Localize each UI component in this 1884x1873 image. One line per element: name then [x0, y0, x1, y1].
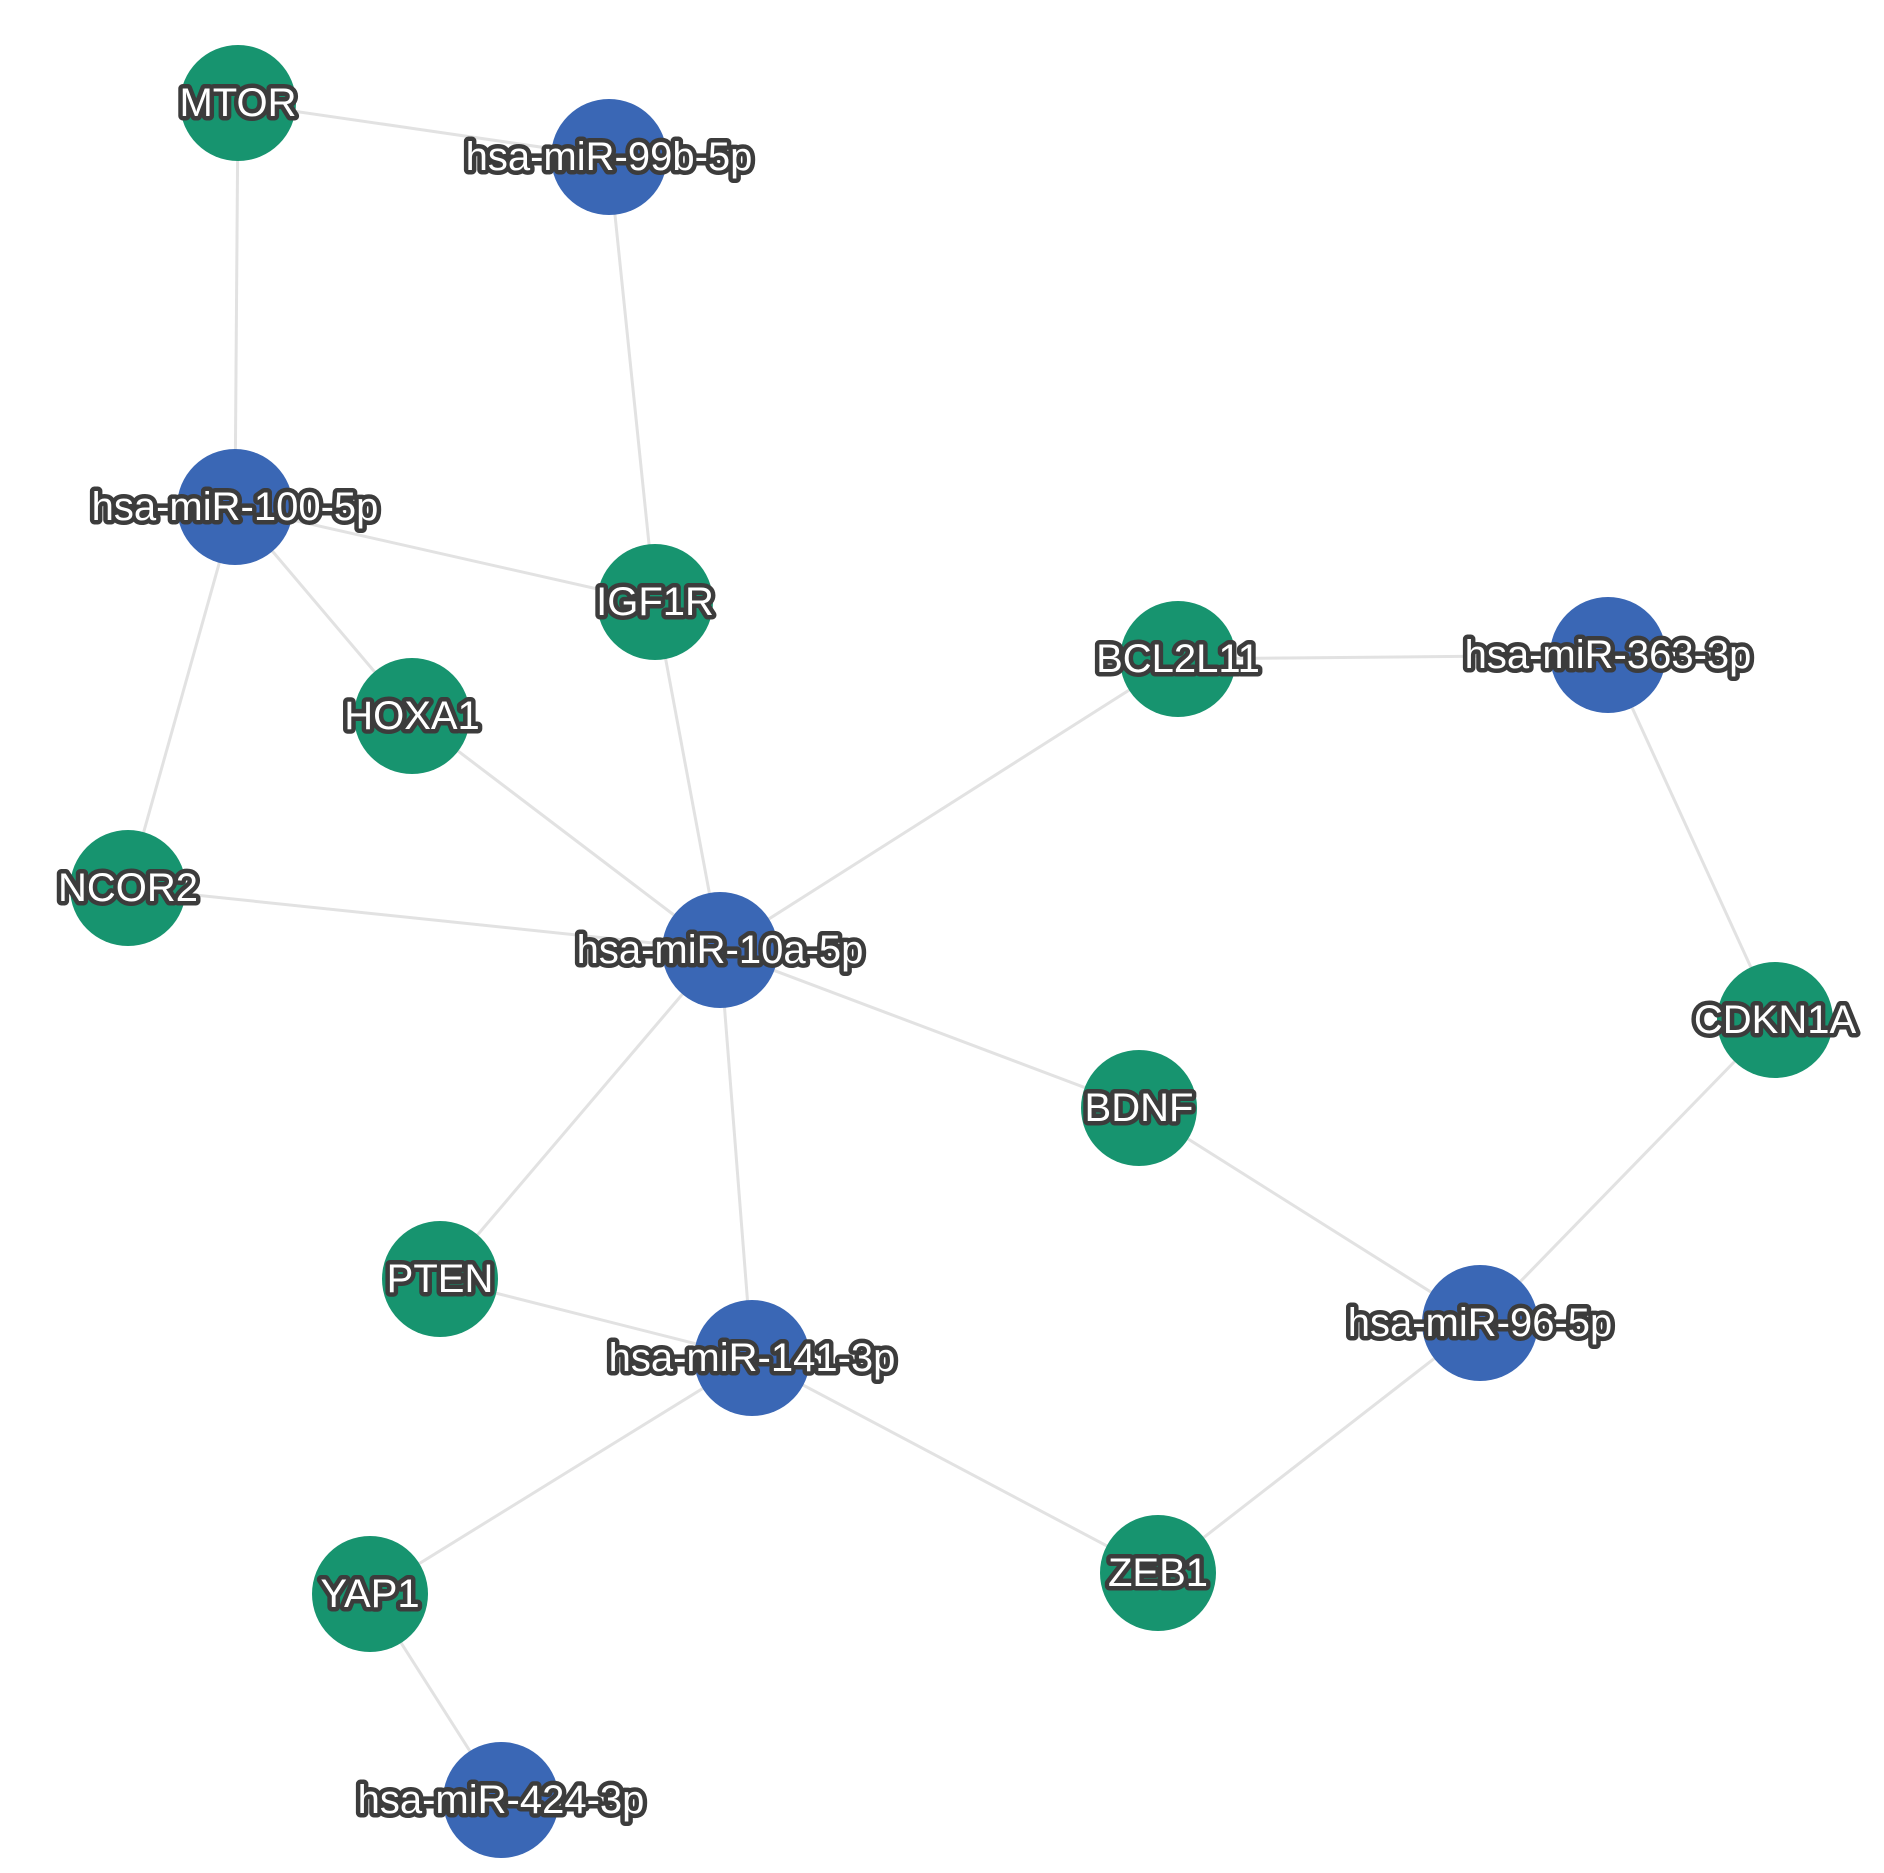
node-label-mir96: hsa-miR-96-5p	[1348, 1301, 1613, 1345]
node-bcl2l11[interactable]: BCL2L11	[1092, 601, 1264, 717]
node-circle-pten[interactable]	[382, 1221, 498, 1337]
node-label-mir424: hsa-miR-424-3p	[358, 1778, 645, 1822]
node-circle-mir96[interactable]	[1422, 1265, 1538, 1381]
edge-ncor2-mir10a	[127, 886, 721, 952]
edge-igf1r-mir10a	[653, 601, 722, 951]
node-circle-igf1r[interactable]	[597, 544, 713, 660]
node-mir363[interactable]: hsa-miR-363-3p	[1460, 597, 1756, 713]
edge-mtor-mir100	[233, 102, 240, 508]
node-hoxa1[interactable]: HOXA1	[340, 658, 484, 774]
node-label-zeb1: ZEB1	[1108, 1551, 1208, 1595]
node-cdkn1a[interactable]: CDKN1A	[1689, 962, 1861, 1078]
node-circle-hoxa1[interactable]	[354, 658, 470, 774]
node-label-mir99b: hsa-miR-99b-5p	[466, 135, 753, 179]
node-circle-cdkn1a[interactable]	[1717, 962, 1833, 1078]
node-label-pten: PTEN	[387, 1257, 494, 1301]
node-circle-mir10a[interactable]	[662, 892, 778, 1008]
edge-mir141-zeb1	[751, 1356, 1159, 1575]
node-label-bdnf: BDNF	[1085, 1086, 1194, 1130]
node-label-mir10a: hsa-miR-10a-5p	[577, 928, 864, 972]
edge-bcl2l11-mir363	[1177, 653, 1609, 661]
edge-mir10a-bdnf	[719, 948, 1140, 1110]
edge-mir10a-bcl2l11	[719, 657, 1179, 952]
edge-mir100-ncor2	[126, 506, 237, 889]
node-circle-bcl2l11[interactable]	[1120, 601, 1236, 717]
node-label-yap1: YAP1	[320, 1572, 419, 1616]
edge-mir10a-mir141	[718, 949, 754, 1359]
node-mir424[interactable]: hsa-miR-424-3p	[353, 1742, 649, 1858]
node-label-bcl2l11: BCL2L11	[1096, 637, 1260, 681]
node-ncor2[interactable]: NCOR2	[53, 830, 203, 946]
node-circle-mir99b[interactable]	[551, 99, 667, 215]
node-circle-ncor2[interactable]	[70, 830, 186, 946]
node-circle-mir424[interactable]	[443, 1742, 559, 1858]
edge-hoxa1-mir10a	[411, 714, 721, 952]
edge-mir100-igf1r	[234, 505, 656, 604]
node-mir10a[interactable]: hsa-miR-10a-5p	[572, 892, 868, 1008]
edge-mir141-yap1	[369, 1356, 753, 1596]
node-label-cdkn1a: CDKN1A	[1694, 998, 1857, 1042]
node-yap1[interactable]: YAP1	[312, 1536, 428, 1652]
node-mir96[interactable]: hsa-miR-96-5p	[1343, 1265, 1617, 1381]
node-mir99b[interactable]: hsa-miR-99b-5p	[461, 99, 757, 215]
node-circle-mtor[interactable]	[180, 45, 296, 161]
edge-mir99b-igf1r	[607, 156, 657, 603]
node-label-mtor: MTOR	[179, 81, 296, 125]
node-circle-zeb1[interactable]	[1100, 1515, 1216, 1631]
node-mtor[interactable]: MTOR	[175, 45, 301, 161]
node-mir141[interactable]: hsa-miR-141-3p	[604, 1300, 900, 1416]
edge-mir363-cdkn1a	[1606, 654, 1777, 1021]
node-bdnf[interactable]: BDNF	[1080, 1050, 1198, 1166]
node-mir100[interactable]: hsa-miR-100-5p	[87, 449, 383, 565]
node-label-ncor2: NCOR2	[58, 866, 198, 910]
node-label-mir141: hsa-miR-141-3p	[609, 1336, 896, 1380]
node-label-hoxa1: HOXA1	[344, 694, 480, 738]
edge-cdkn1a-mir96	[1478, 1018, 1777, 1325]
node-label-mir363: hsa-miR-363-3p	[1465, 633, 1752, 677]
node-circle-mir100[interactable]	[177, 449, 293, 565]
edge-bdnf-mir96	[1138, 1106, 1481, 1325]
node-circle-bdnf[interactable]	[1081, 1050, 1197, 1166]
node-igf1r[interactable]: IGF1R	[592, 544, 718, 660]
edge-mtor-mir99b	[237, 101, 610, 159]
node-label-igf1r: IGF1R	[596, 580, 714, 624]
node-circle-yap1[interactable]	[312, 1536, 428, 1652]
node-circle-mir141[interactable]	[694, 1300, 810, 1416]
edge-mir96-zeb1	[1157, 1321, 1481, 1575]
node-label-mir100: hsa-miR-100-5p	[92, 485, 379, 529]
node-zeb1[interactable]: ZEB1	[1100, 1515, 1216, 1631]
edge-mir10a-pten	[438, 949, 722, 1280]
node-circle-mir363[interactable]	[1550, 597, 1666, 713]
node-pten[interactable]: PTEN	[382, 1221, 498, 1337]
